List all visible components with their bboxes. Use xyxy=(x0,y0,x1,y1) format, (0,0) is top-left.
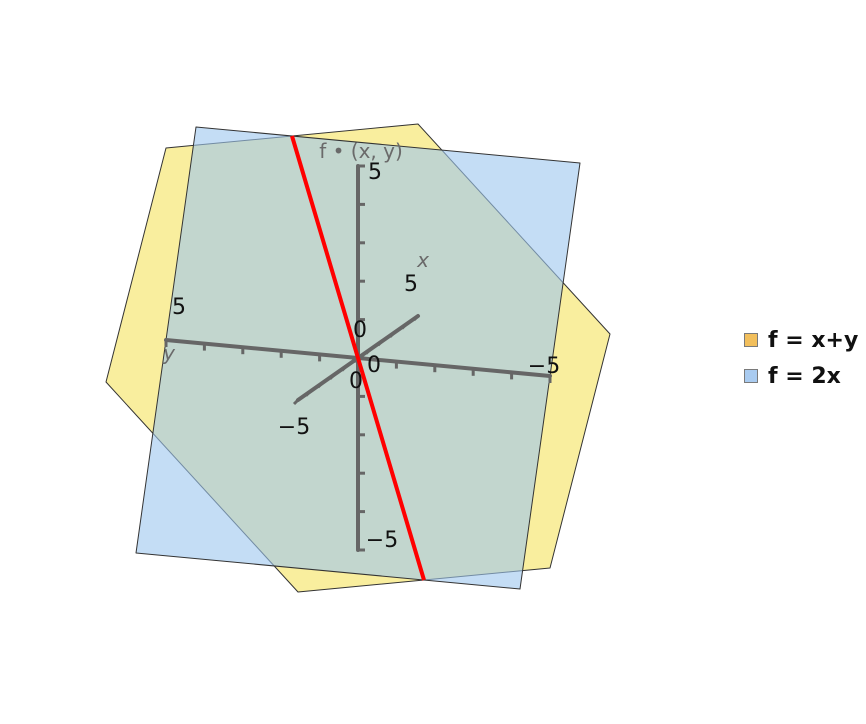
z-tick-label: 5 xyxy=(368,160,382,185)
legend-swatch-sum xyxy=(744,333,758,347)
x-tick xyxy=(292,398,300,406)
x-tick xyxy=(412,314,420,322)
legend-label-sum: f = x+y xyxy=(768,327,859,353)
legend-item-double[interactable]: f = 2x xyxy=(744,358,858,394)
z-tick-label: −5 xyxy=(366,528,398,553)
x-tick-label: 0 xyxy=(349,369,363,394)
y-tick-label: 0 xyxy=(367,353,381,378)
legend-item-sum[interactable]: f = x+y xyxy=(744,322,858,358)
x-tick xyxy=(304,390,312,397)
x-tick-label: −5 xyxy=(278,415,310,440)
legend-label-double: f = 2x xyxy=(768,363,841,389)
x-tick xyxy=(340,365,348,372)
x-tick xyxy=(316,382,324,389)
y-tick-label: 5 xyxy=(172,295,186,320)
x-tick-label: 5 xyxy=(404,272,418,297)
y-axis-label: y xyxy=(162,341,176,365)
x-tick xyxy=(328,373,336,380)
z-tick-label: 0 xyxy=(353,318,367,343)
x-axis-label: x xyxy=(416,248,429,272)
intersection-line xyxy=(290,135,426,581)
intersection-layer xyxy=(290,135,426,581)
x-tick xyxy=(364,348,372,355)
x-tick xyxy=(388,331,396,338)
x-tick xyxy=(376,340,384,347)
legend: f = x+y f = 2x xyxy=(744,322,858,394)
y-tick-label: −5 xyxy=(528,354,560,379)
z-axis-label: f • (x, y) xyxy=(319,139,403,163)
legend-swatch-double xyxy=(744,369,758,383)
x-tick xyxy=(400,323,408,330)
